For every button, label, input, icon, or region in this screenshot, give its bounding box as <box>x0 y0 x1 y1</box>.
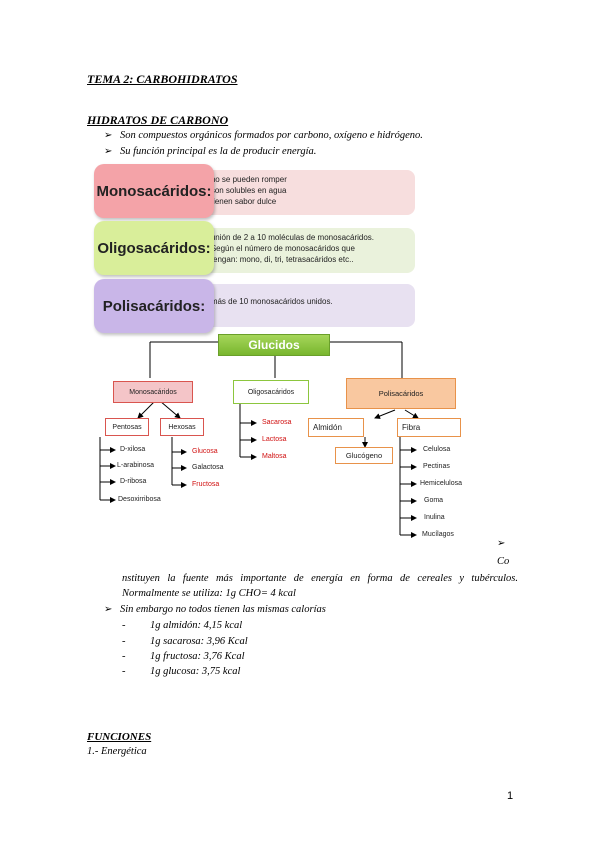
arrow-bullet-icon: ➢ <box>104 604 113 615</box>
calorie-item: -1g fructosa: 3,76 Kcal <box>122 651 245 662</box>
fibra-item: Celulosa <box>423 446 451 453</box>
mono-category-label: Monosacáridos: <box>96 182 212 200</box>
mono-point: no se pueden romper <box>204 174 409 185</box>
funciones-heading: FUNCIONES <box>87 731 152 743</box>
calorie-text: 1g sacarosa: 3,96 Kcal <box>150 636 248 647</box>
oligo-category-box: Oligosacáridos: <box>94 221 214 275</box>
oligo-point: •tengan: mono, di, tri, tetrasacáridos e… <box>204 254 409 265</box>
oligo-item: Maltosa <box>262 453 287 460</box>
bullet-item: ➢ Son compuestos orgánicos formados por c… <box>104 130 423 141</box>
page-number: 1 <box>507 790 514 802</box>
poli-node-label: Polisacáridos <box>378 389 424 398</box>
arrow-bullet-icon: ➢ <box>104 130 113 141</box>
pentosa-item: Desoxirribosa <box>118 496 161 503</box>
pentosa-item: L-arabinosa <box>117 462 154 469</box>
pentosa-item: D-xilosa <box>120 446 146 453</box>
oligo-point-text: tengan: mono, di, tri, tetrasacáridos et… <box>210 255 354 264</box>
mono-point: son solubles en agua <box>204 185 409 196</box>
oligo-point-text: Según el número de monosacáridos que <box>210 244 355 253</box>
pentosa-item: D-ribosa <box>120 478 147 485</box>
mono-description-box: no se pueden romper son solubles en agua… <box>196 170 415 215</box>
funcion-item: 1.- Energética <box>87 746 147 757</box>
calorie-text: 1g almidón: 4,15 kcal <box>150 620 243 631</box>
mono-node: Monosacáridos <box>113 381 193 403</box>
arrow-bullet-icon: ➢ <box>497 538 506 549</box>
glucidos-label: Glucidos <box>248 338 300 352</box>
oligo-item: Lactosa <box>262 436 287 443</box>
glucogeno-label: Glucógeno <box>345 451 383 460</box>
oligo-category-label: Oligosacáridos: <box>97 239 211 257</box>
page-title: TEMA 2: CARBOHIDRATOS <box>87 72 238 86</box>
bullet-text: Sin embargo no todos tienen las mismas c… <box>120 604 326 615</box>
hexosa-item: Glucosa <box>192 448 218 455</box>
calorie-text: 1g glucosa: 3,75 kcal <box>150 666 241 677</box>
paragraph-line: nstituyen la fuente más importante de en… <box>122 573 518 584</box>
fibra-item: Pectinas <box>423 463 450 470</box>
mono-category-box: Monosacáridos: <box>94 164 214 218</box>
fibra-label: Fibra <box>402 423 421 432</box>
bullet-text: Su función principal es la de producir e… <box>120 146 317 157</box>
mono-point: tienen sabor dulce <box>204 196 409 207</box>
calorie-item: -1g almidón: 4,15 kcal <box>122 620 243 631</box>
calorie-text: 1g fructosa: 3,76 Kcal <box>150 651 245 662</box>
section-heading: HIDRATOS DE CARBONO <box>87 113 229 127</box>
diagram-connectors <box>99 341 419 538</box>
fibra-item: Inulina <box>424 514 445 521</box>
poli-category-box: Polisacáridos: <box>94 279 214 333</box>
oligo-node: Oligosacáridos <box>233 380 309 404</box>
oligo-point: unión de 2 a 10 moléculas de monosacárid… <box>204 232 409 243</box>
hexosas-node: Hexosas <box>160 418 204 436</box>
pentosas-label: Pentosas <box>112 423 142 431</box>
paragraph-line: Normalmente se utiliza: 1g CHO= 4 kcal <box>122 588 296 599</box>
oligo-point: •Según el número de monosacáridos que <box>204 243 409 254</box>
poli-point: más de 10 monosacáridos unidos. <box>204 296 409 307</box>
calorie-item: -1g glucosa: 3,75 kcal <box>122 666 241 677</box>
poli-description-box: más de 10 monosacáridos unidos. <box>196 284 415 327</box>
bullet-item: ➢ Su función principal es la de producir … <box>104 146 316 157</box>
fibra-item: Goma <box>424 497 444 504</box>
poli-node: Polisacáridos <box>346 378 456 409</box>
co-fragment: Co <box>497 556 510 567</box>
glucogeno-node: Glucógeno <box>335 447 393 464</box>
hexosa-item: Fructosa <box>192 481 220 488</box>
oligo-description-box: unión de 2 a 10 moléculas de monosacárid… <box>196 228 415 273</box>
hexosa-item: Galactosa <box>192 464 224 471</box>
bullet-item: ➢ Sin embargo no todos tienen las mismas … <box>104 604 326 615</box>
fibra-item: Mucílagos <box>422 531 454 538</box>
almidon-node: Almidón <box>308 418 364 437</box>
fibra-item: Hemicelulosa <box>420 480 463 487</box>
pentosas-node: Pentosas <box>105 418 149 436</box>
almidon-label: Almidón <box>313 423 342 432</box>
oligo-node-label: Oligosacáridos <box>247 388 295 396</box>
glucidos-node: Glucidos <box>218 334 330 356</box>
oligo-item: Sacarosa <box>262 419 292 426</box>
hexosas-label: Hexosas <box>168 423 196 431</box>
fibra-node: Fibra <box>397 418 461 437</box>
calorie-item: -1g sacarosa: 3,96 Kcal <box>122 636 248 647</box>
bullet-text: Son compuestos orgánicos formados por ca… <box>120 130 423 141</box>
mono-node-label: Monosacáridos <box>129 388 177 396</box>
arrow-bullet-icon: ➢ <box>104 146 113 157</box>
poli-category-label: Polisacáridos: <box>102 297 206 315</box>
paragraph-text: nstituyen la fuente más importante de en… <box>122 573 518 584</box>
